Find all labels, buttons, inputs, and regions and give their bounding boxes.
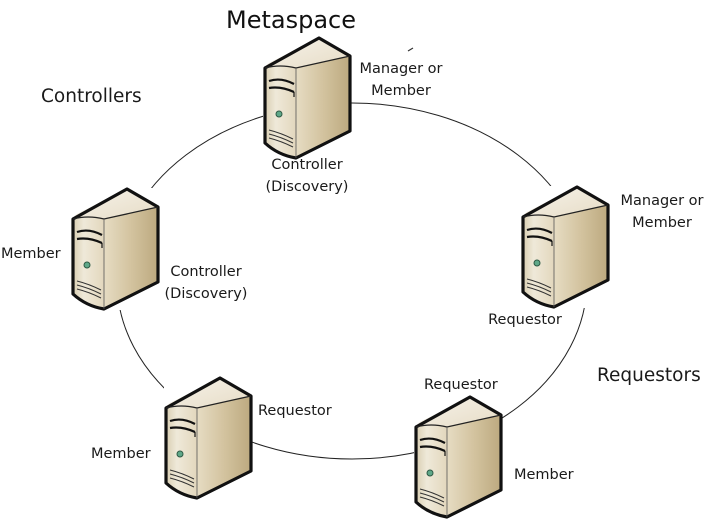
node-left-status-label: Member bbox=[1, 243, 61, 265]
node-left-role-label: Controller (Discovery) bbox=[158, 261, 254, 305]
node-right-status-label: Manager or Member bbox=[616, 190, 708, 234]
node-bottom-right-role-label: Requestor bbox=[424, 374, 498, 396]
node-right-role-label: Requestor bbox=[480, 309, 570, 331]
label-line: Manager or bbox=[620, 193, 704, 209]
label-line: Member bbox=[371, 83, 431, 99]
label-line: (Discovery) bbox=[164, 286, 248, 302]
group-label-requestors: Requestors bbox=[597, 365, 701, 386]
label-line: (Discovery) bbox=[265, 179, 349, 195]
server-icon-bottom-right bbox=[414, 395, 503, 519]
node-top-role-label: Controller (Discovery) bbox=[259, 154, 355, 198]
server-icon-top bbox=[263, 36, 352, 160]
node-bottom-right-status-label: Member bbox=[514, 464, 574, 486]
label-line: Requestor bbox=[424, 377, 498, 393]
label-line: Controller bbox=[271, 157, 343, 173]
label-line: Requestor bbox=[488, 312, 562, 328]
label-line: Controller bbox=[170, 264, 242, 280]
label-line: Member bbox=[91, 446, 151, 462]
label-line: Member bbox=[1, 246, 61, 262]
diagram-title: Metaspace bbox=[226, 6, 356, 34]
group-label-controllers: Controllers bbox=[41, 86, 142, 107]
label-line: Manager or bbox=[359, 61, 443, 77]
server-icon-right bbox=[521, 185, 610, 309]
label-line: Requestor bbox=[258, 403, 332, 419]
node-bottom-left-role-label: Requestor bbox=[258, 400, 332, 422]
stray-mark bbox=[407, 47, 414, 52]
server-icon-bottom-left bbox=[164, 376, 253, 500]
server-icon-left bbox=[71, 187, 160, 311]
label-line: Member bbox=[514, 467, 574, 483]
label-line: Member bbox=[632, 215, 692, 231]
node-bottom-left-status-label: Member bbox=[91, 443, 151, 465]
node-top-status-label: Manager or Member bbox=[357, 58, 445, 102]
